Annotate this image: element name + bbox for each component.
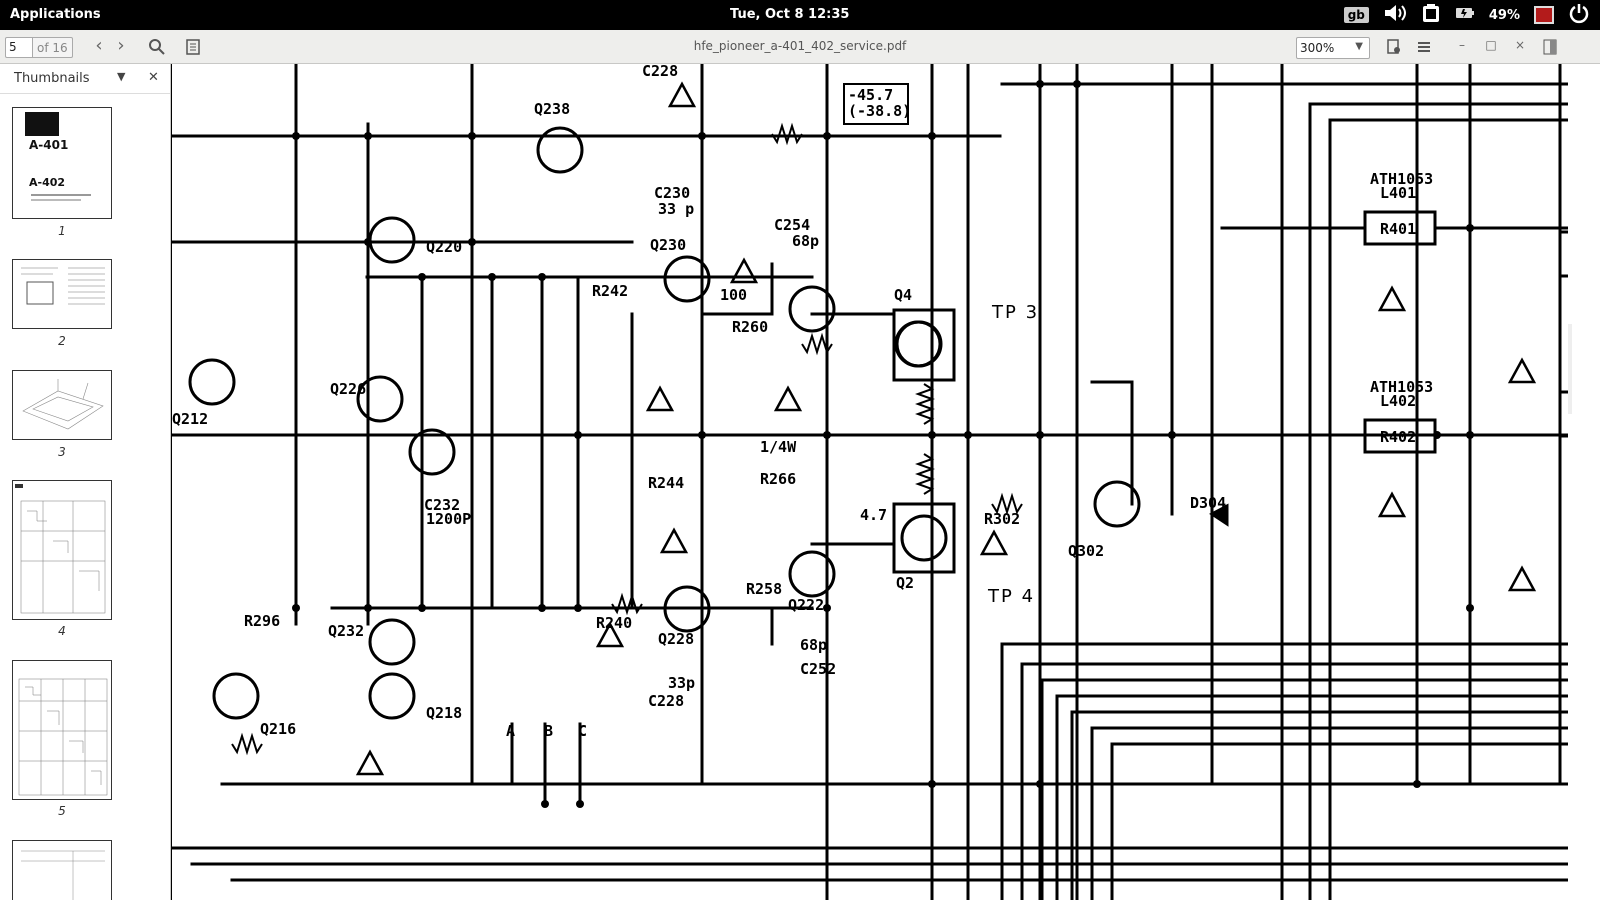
label-r302: R302 bbox=[984, 510, 1020, 528]
clipboard-icon[interactable] bbox=[1421, 3, 1441, 27]
keyboard-layout-indicator[interactable]: gb bbox=[1343, 7, 1369, 23]
document-header-bar: 5 of 16 ‹ › hfe_pioneer_a-401_402_servic… bbox=[0, 30, 1600, 64]
document-properties-icon[interactable] bbox=[1386, 38, 1406, 58]
top-panel: Applications Tue, Oct 8 12:35 gb 49% bbox=[0, 0, 1600, 30]
thumbnail-page-6[interactable] bbox=[12, 840, 112, 900]
label-4-7: 4.7 bbox=[860, 506, 887, 524]
thumbnail-label: 1 bbox=[58, 224, 66, 238]
thumbnail-label: 2 bbox=[58, 334, 66, 348]
label-c230-value: 33 p bbox=[658, 200, 694, 218]
label-voltage-alt: (-38.8) bbox=[848, 102, 911, 120]
label-c252-value: 68p bbox=[800, 636, 827, 654]
label-r296: R296 bbox=[244, 612, 280, 630]
label-q302: Q302 bbox=[1068, 542, 1104, 560]
system-tray: gb 49% bbox=[1343, 2, 1590, 28]
label-l401: L401 bbox=[1380, 184, 1416, 202]
label-q230: Q230 bbox=[650, 236, 686, 254]
label-b: B bbox=[544, 722, 553, 740]
label-q222: Q222 bbox=[788, 596, 824, 614]
cover-model-a402: A-402 bbox=[29, 176, 66, 189]
label-r240: R240 bbox=[596, 614, 632, 632]
label-r260: R260 bbox=[732, 318, 768, 336]
thumbnail-page-1[interactable]: A-401 A-402 bbox=[12, 107, 112, 219]
thumbnail-label: 4 bbox=[58, 624, 66, 638]
label-q2: Q2 bbox=[896, 574, 914, 592]
maximize-icon[interactable]: □ bbox=[1485, 38, 1497, 52]
label-c228: C228 bbox=[648, 692, 684, 710]
thumbnail-label: 3 bbox=[58, 445, 66, 459]
label-c228-value: 33p bbox=[668, 674, 695, 692]
label-c232-value: 1200P bbox=[426, 510, 471, 528]
battery-icon[interactable] bbox=[1455, 6, 1475, 24]
label-r244: R244 bbox=[648, 474, 684, 492]
label-ath1053-top: ATH1053 bbox=[1370, 170, 1433, 188]
volume-icon[interactable] bbox=[1383, 3, 1407, 27]
label-voltage: -45.7 bbox=[848, 86, 893, 104]
menu-icon[interactable] bbox=[1416, 38, 1436, 58]
schematic-drawing: Q238 Q220 Q226 Q212 Q230 Q232 Q216 Q218 … bbox=[172, 64, 1568, 900]
label-r401: R401 bbox=[1380, 220, 1416, 238]
sidebar-title: Thumbnails bbox=[14, 71, 90, 86]
label-l402: L402 bbox=[1380, 392, 1416, 410]
page-count: of 16 bbox=[33, 37, 73, 58]
label-c: C bbox=[578, 722, 587, 740]
label-r402: R402 bbox=[1380, 428, 1416, 446]
label-c252: C252 bbox=[800, 660, 836, 678]
zoom-value: 300% bbox=[1300, 41, 1335, 55]
power-icon[interactable] bbox=[1568, 2, 1590, 28]
label-q238: Q238 bbox=[534, 100, 570, 118]
next-page-button[interactable]: › bbox=[117, 35, 125, 56]
chevron-down-icon: ▼ bbox=[1355, 41, 1363, 52]
search-icon[interactable] bbox=[148, 38, 168, 58]
label-tp3: TP 3 bbox=[991, 302, 1039, 323]
battery-percent: 49% bbox=[1488, 7, 1520, 23]
label-q228: Q228 bbox=[658, 630, 694, 648]
label-q4: Q4 bbox=[894, 286, 912, 304]
label-ath1053-bottom: ATH1053 bbox=[1370, 378, 1433, 396]
label-q218: Q218 bbox=[426, 704, 462, 722]
thumbnail-page-2[interactable] bbox=[12, 259, 112, 329]
page-number-input[interactable]: 5 bbox=[5, 37, 33, 58]
label-c228-top: C228 bbox=[642, 64, 678, 80]
previous-page-button[interactable]: ‹ bbox=[95, 35, 103, 56]
thumbnails-sidebar: Thumbnails ▼ ✕ A-401 A-402 1 2 3 4 5 bbox=[0, 64, 171, 900]
label-a: A bbox=[506, 722, 515, 740]
sidebar-header: Thumbnails ▼ ✕ bbox=[0, 64, 170, 94]
label-r258: R258 bbox=[746, 580, 782, 598]
label-1-4w: 1/4W bbox=[760, 438, 797, 456]
label-q226: Q226 bbox=[330, 380, 366, 398]
thumbnail-label: 5 bbox=[58, 804, 66, 818]
close-sidebar-icon[interactable]: ✕ bbox=[148, 70, 159, 85]
label-d304: D304 bbox=[1190, 494, 1226, 512]
screenshot-icon[interactable] bbox=[1534, 6, 1554, 24]
scrollbar[interactable] bbox=[1568, 64, 1600, 900]
thumbnail-page-5[interactable] bbox=[12, 660, 112, 800]
cover-model-a401: A-401 bbox=[29, 138, 69, 152]
label-tp4: TP 4 bbox=[987, 586, 1035, 607]
label-r242: R242 bbox=[592, 282, 628, 300]
annotations-icon[interactable] bbox=[185, 38, 205, 58]
thumbnail-page-3[interactable] bbox=[12, 370, 112, 440]
label-r266: R266 bbox=[760, 470, 796, 488]
thumbnail-page-4[interactable] bbox=[12, 480, 112, 620]
chevron-down-icon[interactable]: ▼ bbox=[117, 70, 126, 83]
clock[interactable]: Tue, Oct 8 12:35 bbox=[730, 7, 850, 22]
label-c254: C254 bbox=[774, 216, 810, 234]
label-q220: Q220 bbox=[426, 238, 462, 256]
applications-menu[interactable]: Applications bbox=[10, 7, 101, 22]
document-view[interactable]: Q238 Q220 Q226 Q212 Q230 Q232 Q216 Q218 … bbox=[172, 64, 1568, 900]
minimize-icon[interactable]: – bbox=[1459, 38, 1465, 52]
close-icon[interactable]: × bbox=[1514, 38, 1526, 52]
label-c254-value: 68p bbox=[792, 232, 819, 250]
label-q212: Q212 bbox=[172, 410, 208, 428]
zoom-select[interactable]: 300% ▼ bbox=[1296, 37, 1370, 59]
label-c232: C232 bbox=[424, 496, 460, 514]
label-q232: Q232 bbox=[328, 622, 364, 640]
label-q216: Q216 bbox=[260, 720, 296, 738]
label-c230: C230 bbox=[654, 184, 690, 202]
label-100: 100 bbox=[720, 286, 747, 304]
sidebar-toggle-icon[interactable] bbox=[1543, 38, 1563, 58]
